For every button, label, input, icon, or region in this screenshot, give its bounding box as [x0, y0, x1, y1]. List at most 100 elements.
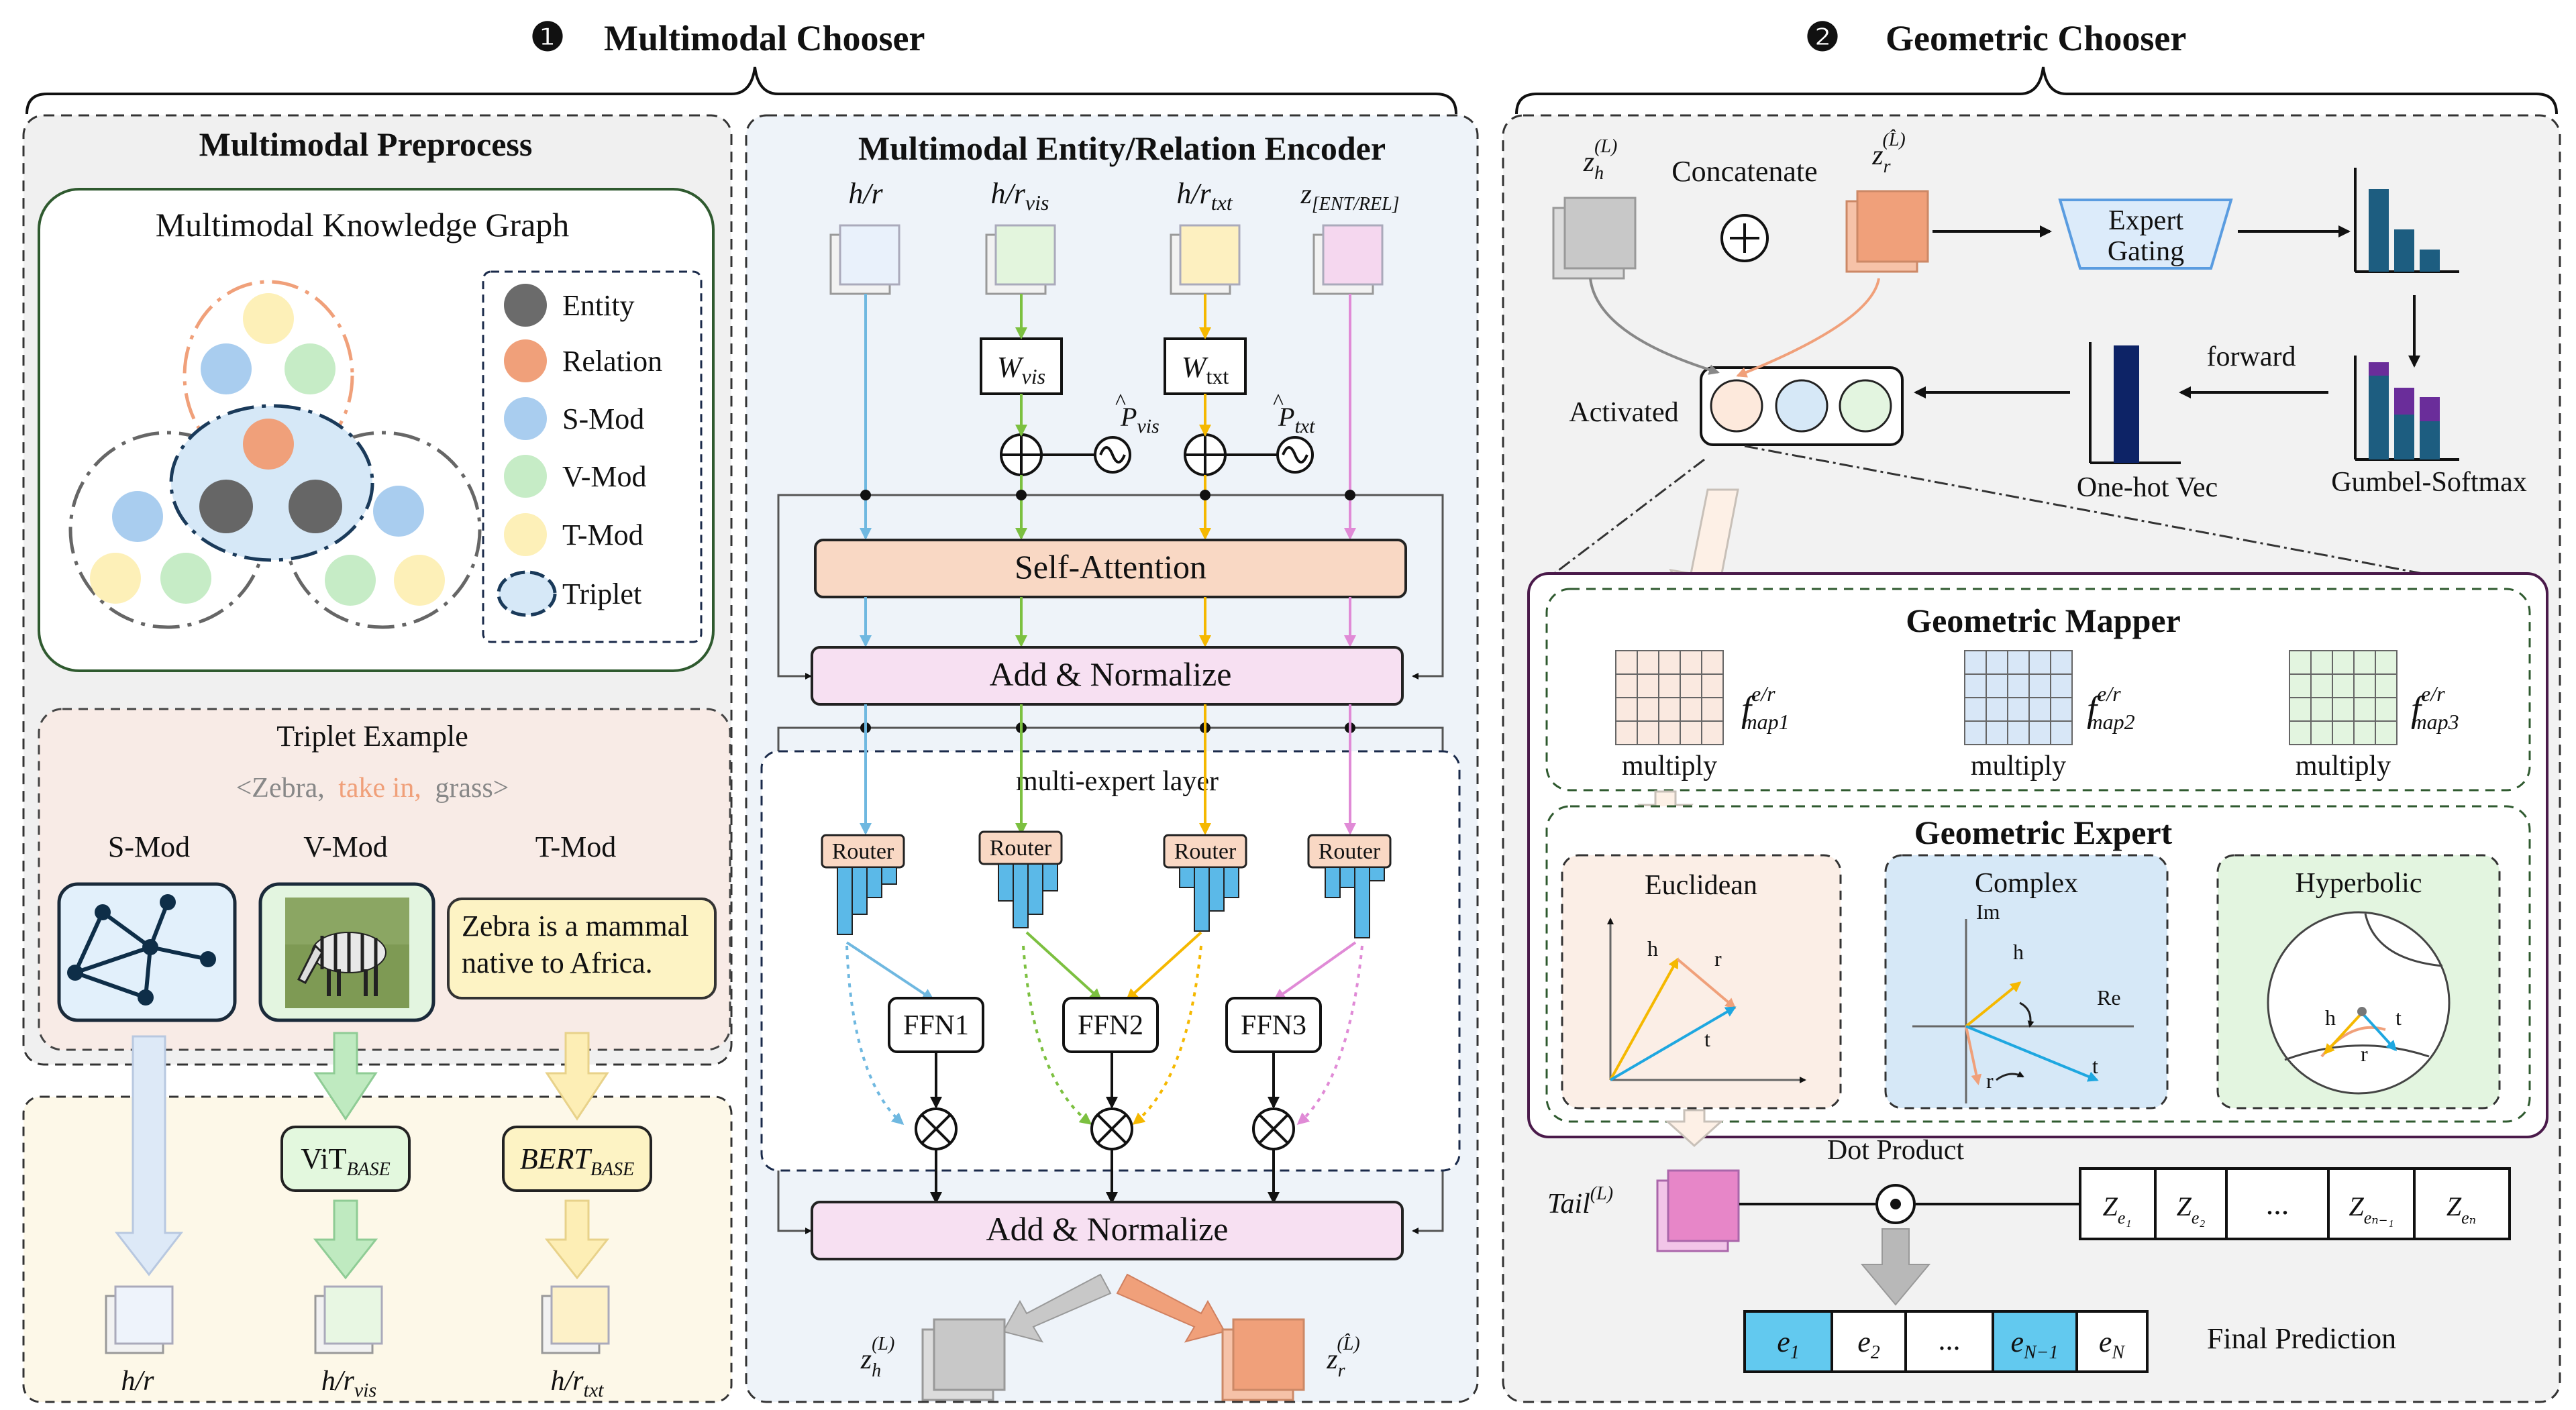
im-label: Im	[1976, 900, 2000, 924]
map-grid-3	[2289, 650, 2398, 745]
complex-label: Complex	[1975, 868, 2078, 899]
out-arrow-orange	[1116, 1273, 1226, 1343]
out-hr-stack	[105, 1285, 174, 1354]
legend-vmod: V-Mod	[562, 460, 647, 493]
p-vis-label: Pvis	[1120, 402, 1160, 437]
p-txt-label: Ptxt	[1278, 402, 1315, 437]
enc-in1-label: h/r	[848, 177, 883, 210]
svg-text:eN−1: eN−1	[2010, 1325, 2058, 1363]
tmod-label: T-Mod	[535, 830, 617, 863]
svg-text:^: ^	[1115, 390, 1126, 415]
multimodal-preprocess-panel: Multimodal Preprocess Multimodal Knowled…	[22, 114, 733, 1066]
geometric-expert-title: Geometric Expert	[1914, 814, 2173, 851]
svg-text:eN: eN	[2099, 1325, 2126, 1363]
legend-entity: Entity	[562, 289, 635, 322]
map-grid-1	[1615, 650, 1724, 745]
mkg-legend: Entity Relation S-Mod V-Mod T-Mod Triple…	[482, 270, 703, 643]
tmod-arrow	[545, 1032, 609, 1121]
mkg-title: Multimodal Knowledge Graph	[156, 206, 570, 243]
svg-text:Router: Router	[990, 836, 1052, 861]
gumbel-bars	[2354, 356, 2459, 461]
enc-in4-label: z[ENT/REL]	[1300, 179, 1399, 215]
svg-text:Ze₁: Ze₁	[2103, 1191, 2132, 1228]
left-section-number: ❶	[530, 15, 565, 59]
preprocess-title: Multimodal Preprocess	[199, 125, 533, 163]
enc-zr-label: zr(L̂)	[1326, 1334, 1360, 1381]
geometric-chooser-panel: zh(L) Concatenate zr(L̂) Expert Gating	[1502, 114, 2561, 1403]
gc-zr-label: zr(L̂)	[1871, 129, 1906, 177]
dot-product-icon	[1875, 1184, 1916, 1224]
forward-label: forward	[2207, 341, 2296, 372]
out-hrvis-stack	[314, 1285, 383, 1354]
legend-relation: Relation	[562, 345, 662, 378]
w-vis-label: Wvis	[997, 351, 1045, 388]
tmod-text-line2: native to Africa.	[462, 946, 653, 979]
svg-text:Router: Router	[1174, 839, 1237, 864]
legend-smod: S-Mod	[562, 402, 644, 435]
svg-text:t: t	[1704, 1027, 1710, 1051]
svg-text:^: ^	[1273, 390, 1284, 415]
right-section-title: Geometric Chooser	[1886, 18, 2186, 58]
expert-gating-label-1: Expert	[2108, 205, 2183, 236]
encoder-title: Multimodal Entity/Relation Encoder	[858, 129, 1386, 167]
router-1: Router	[821, 834, 905, 935]
euclidean-expert: Euclidean h r t	[1561, 854, 1842, 1109]
router-4: Router	[1307, 834, 1392, 938]
dot-product-label: Dot Product	[1827, 1135, 1964, 1166]
gumbel-label: Gumbel-Softmax	[2331, 467, 2527, 498]
self-attention-block	[814, 539, 1407, 598]
out-hrtxt-stack	[541, 1285, 610, 1354]
svg-text:e2: e2	[1857, 1325, 1880, 1363]
svg-text:e1: e1	[1777, 1325, 1800, 1363]
triplet-example-title: Triplet Example	[276, 720, 468, 753]
tmod-text-box: Zebra is a mammal native to Africa.	[447, 898, 717, 999]
entity-embedding-row: Ze₁ Ze₂ ... Zeₙ₋₁ Zeₙ	[2079, 1167, 2511, 1240]
vit-label: ViTBASE	[301, 1142, 391, 1180]
svg-text:Zeₙ₋₁: Zeₙ₋₁	[2349, 1191, 2393, 1228]
mkg-graph	[68, 280, 482, 629]
multi-expert-label: multi-expert layer	[1016, 766, 1219, 797]
concatenate-label: Concatenate	[1671, 155, 1817, 188]
gating-bars	[2354, 168, 2459, 273]
enc-in3-label: h/rtxt	[1176, 177, 1233, 215]
svg-text:...: ...	[1939, 1323, 1961, 1356]
router-2: Router	[978, 830, 1063, 928]
left-section-title: Multimodal Chooser	[604, 18, 925, 58]
encoder-panel: Multimodal Entity/Relation Encoder h/r h…	[745, 114, 1479, 1403]
svg-text:t: t	[2395, 1006, 2402, 1030]
right-brace	[1515, 66, 2558, 115]
w-txt-label: Wtxt	[1182, 351, 1229, 388]
gc-zh-label: zh(L)	[1583, 136, 1618, 184]
self-attention-label: Self-Attention	[1015, 548, 1206, 586]
re-label: Re	[2097, 985, 2121, 1010]
svg-text:r: r	[2361, 1042, 2368, 1066]
svg-text:r: r	[1714, 946, 1722, 971]
multiply-label-1: multiply	[1622, 751, 1717, 781]
out-arrow-gray	[1002, 1273, 1112, 1343]
bert-box	[502, 1126, 652, 1192]
triplet-example-text: <Zebra, take in, grass>	[236, 773, 509, 804]
geometric-mapper-title: Geometric Mapper	[1906, 602, 2181, 639]
legend-vmod-marker	[504, 455, 547, 498]
ffn1-label: FFN1	[903, 1010, 969, 1041]
hyperbolic-expert: Hyperbolic h t r	[2216, 854, 2501, 1109]
tail-label: Tail(L)	[1547, 1183, 1613, 1219]
expert-gating-block	[2058, 199, 2233, 270]
euclidean-label: Euclidean	[1645, 870, 1757, 901]
vmod-arrow	[313, 1032, 378, 1121]
out-hrvis-label: h/rvis	[321, 1366, 376, 1401]
complex-expert: Complex Im Re h r t	[1884, 854, 2169, 1109]
router-3: Router	[1163, 834, 1247, 932]
legend-tmod: T-Mod	[562, 519, 643, 551]
multiply-label-3: multiply	[2296, 751, 2391, 781]
final-prediction-row: e1 e2 ... eN−1 eN	[1743, 1310, 2149, 1373]
vit-box	[280, 1126, 411, 1192]
enc-zh-label: zh(L)	[860, 1334, 895, 1381]
left-brace	[25, 66, 1457, 115]
svg-text:...: ...	[2266, 1187, 2289, 1221]
left-section-header: ❶ Multimodal Chooser	[25, 15, 1457, 115]
svg-text:Zeₙ: Zeₙ	[2446, 1191, 2476, 1228]
